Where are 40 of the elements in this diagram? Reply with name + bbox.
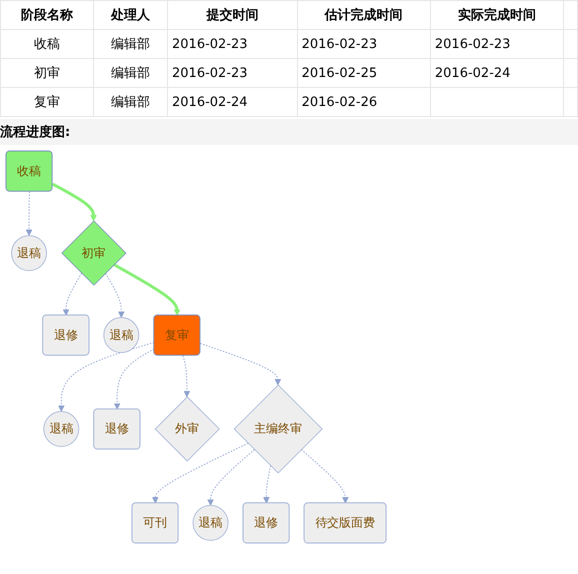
column-header: 处理人 [94, 0, 168, 30]
table-cell: 2016-02-23 [297, 30, 430, 58]
table-cell: 2016-02-23 [168, 58, 298, 88]
arrow [62, 272, 82, 316]
arrow [300, 449, 349, 504]
arrow [52, 182, 97, 222]
arrow [200, 343, 282, 386]
arrow [152, 442, 249, 504]
node-diamond: 初审 [61, 220, 126, 286]
node-circle: 退稿 [103, 317, 140, 353]
node-diamond: 主编终审 [234, 384, 323, 474]
table-cell: 初审 [0, 58, 94, 88]
column-header: 估计完成时间 [297, 0, 430, 30]
arrow [207, 449, 255, 506]
arrow [114, 348, 155, 410]
node-circle: 退稿 [11, 235, 47, 271]
arrow [263, 465, 271, 504]
table-cell: 编辑部 [94, 88, 168, 116]
column-header: 提交时间 [168, 0, 298, 30]
node-circle: 退稿 [43, 411, 80, 447]
node-diamond: 外审 [154, 396, 220, 462]
table-cell: 编辑部 [94, 30, 168, 58]
table-cell: 2016-02-25 [297, 58, 430, 88]
column-header: 阶段名称 [0, 0, 94, 30]
arrow [58, 342, 155, 412]
table-cell: 编辑部 [94, 58, 168, 88]
node-circle: 退稿 [192, 505, 228, 541]
table-cell: 2016-02-26 [297, 88, 430, 116]
table-cell: 2016-02-23 [430, 30, 564, 58]
table-cell: 2016-02-24 [430, 58, 564, 88]
arrow [113, 263, 180, 316]
column-header: 实际完成时间 [430, 0, 564, 30]
table-cell: 复审 [0, 88, 94, 116]
arrow [182, 355, 190, 398]
table-cell: 2016-02-23 [168, 30, 298, 58]
arrow [26, 191, 32, 236]
table-cell: 2016-02-24 [168, 88, 298, 116]
section-heading: 流程进度图: [0, 119, 578, 145]
arrow [105, 272, 125, 318]
table-cell: 收稿 [0, 30, 94, 58]
